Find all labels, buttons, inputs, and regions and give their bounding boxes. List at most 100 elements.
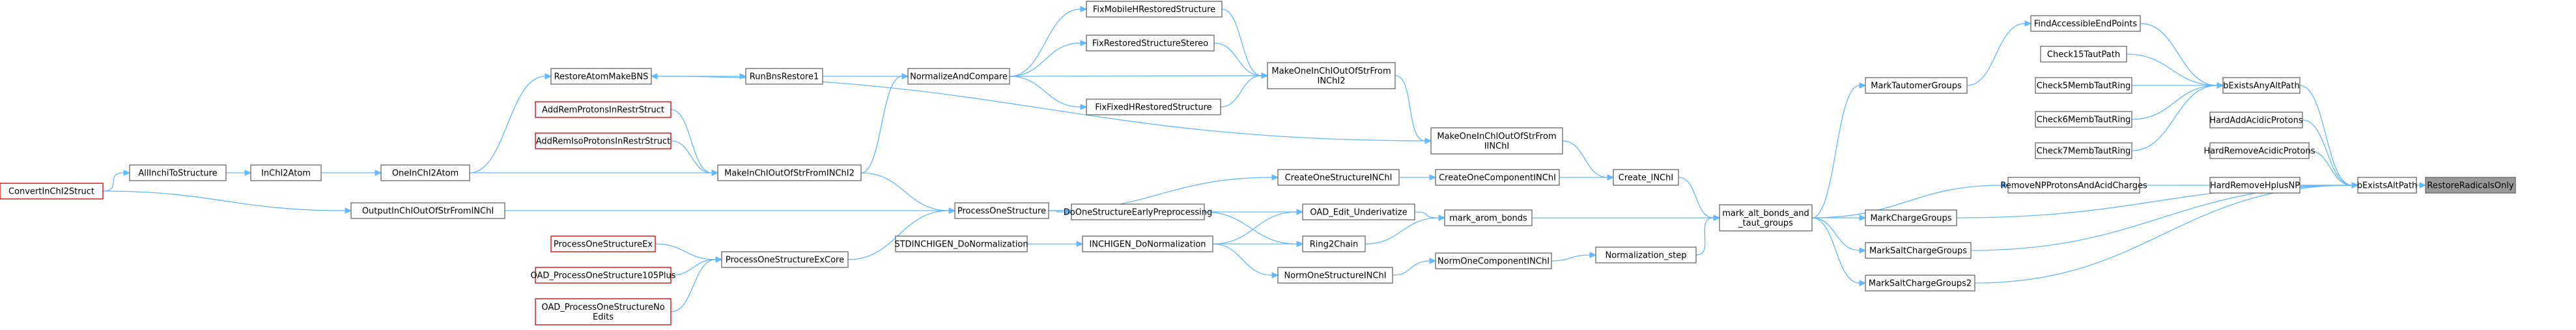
node-box[interactable] (1719, 204, 1813, 232)
node-box[interactable] (2222, 77, 2300, 94)
node-mcg[interactable]: MarkChargeGroups (1865, 209, 1957, 226)
node-box[interactable] (1302, 203, 1415, 220)
node-box[interactable] (2007, 177, 2140, 194)
node-hhn[interactable]: HardRemoveHplusNP (2209, 177, 2300, 194)
node-bea[interactable]: bExistsAltPath (2357, 177, 2418, 194)
node-ica[interactable]: InChI2Atom (250, 164, 322, 181)
node-ns[interactable]: Normalization_step (1595, 247, 1697, 263)
node-box[interactable] (1086, 98, 1221, 115)
node-box[interactable] (550, 68, 652, 85)
node-box[interactable] (2035, 111, 2132, 128)
node-box[interactable] (1277, 267, 1393, 284)
node-box[interactable] (535, 267, 672, 284)
node-box[interactable] (1865, 275, 1975, 292)
node-box[interactable] (907, 68, 1010, 85)
node-hra[interactable]: HardRemoveAcidicProtons (2204, 142, 2315, 159)
node-box[interactable] (1613, 169, 1679, 186)
node-box[interactable] (380, 164, 470, 181)
node-ramb[interactable]: RestoreAtomMakeBNS (550, 68, 652, 85)
node-box[interactable] (721, 251, 849, 268)
node-box[interactable] (535, 132, 672, 149)
node-box[interactable] (1086, 1, 1223, 18)
node-mtg[interactable]: MarkTautomerGroups (1865, 77, 1968, 94)
node-oico[interactable]: OneInChI2Atom (380, 164, 470, 181)
node-dosep[interactable]: DoOneStructureEarlyPreprocessing (1064, 203, 1212, 220)
node-box[interactable] (2209, 112, 2303, 128)
node-frs[interactable]: FixRestoredStructureStereo (1086, 35, 1215, 52)
node-posec[interactable]: ProcessOneStructureExCore (721, 251, 849, 268)
node-msg2[interactable]: MarkSaltChargeGroups2 (1865, 275, 1975, 292)
node-box[interactable] (1430, 127, 1563, 155)
node-idn[interactable]: INCHIGEN_DoNormalization (1082, 235, 1213, 252)
node-r2c[interactable]: Ring2Chain (1302, 235, 1366, 252)
node-box[interactable] (1267, 62, 1396, 89)
node-box[interactable] (2357, 177, 2417, 194)
node-box[interactable] (2035, 77, 2132, 94)
node-cis[interactable]: ConvertInChI2Struct (0, 183, 104, 200)
node-box[interactable] (895, 235, 1028, 252)
node-box[interactable] (129, 164, 227, 181)
node-oiofi[interactable]: OutputInChIOutOfStrFromINChI (350, 202, 505, 219)
node-arpr[interactable]: AddRemProtonsInRestrStruct (535, 101, 672, 118)
node-box[interactable] (1435, 252, 1552, 269)
node-nac[interactable]: NormalizeAndCompare (907, 68, 1010, 85)
node-sdn[interactable]: STDINCHIGEN_DoNormalization (894, 235, 1028, 252)
node-box[interactable] (350, 202, 505, 219)
node-arir[interactable]: AddRemIsoProtonsInRestrStruct (535, 132, 672, 149)
node-box[interactable] (1302, 235, 1366, 252)
node-haa[interactable]: HardAddAcidicProtons (2209, 112, 2303, 128)
node-ais[interactable]: AllInchiToStructure (129, 164, 227, 181)
node-nosi[interactable]: NormOneStructureINChI (1277, 267, 1393, 284)
node-mabt[interactable]: mark_alt_bonds_and_taut_groups (1719, 204, 1813, 232)
node-c7[interactable]: Check7MembTautRing (2035, 142, 2132, 159)
node-box[interactable] (0, 183, 104, 200)
node-box[interactable] (1865, 77, 1968, 94)
node-cosi[interactable]: CreateOneStructureINChI (1277, 169, 1400, 186)
node-box[interactable] (1071, 203, 1205, 220)
node-box[interactable] (1595, 247, 1697, 263)
node-beaa[interactable]: bExistsAnyAltPath (2222, 77, 2300, 94)
node-box[interactable] (2030, 15, 2141, 32)
node-box[interactable] (1435, 169, 1560, 186)
node-box[interactable] (717, 164, 862, 181)
node-ci[interactable]: Create_INChI (1613, 169, 1679, 186)
node-box[interactable] (2209, 142, 2310, 159)
node-box[interactable] (550, 235, 656, 252)
node-box[interactable] (1086, 35, 1215, 52)
node-box[interactable] (745, 68, 823, 85)
node-rbr[interactable]: RunBnsRestore1 (745, 68, 823, 85)
node-mioi3[interactable]: MakeInChIOutOfStrFromINChI2 (717, 164, 862, 181)
node-box[interactable] (2209, 177, 2300, 194)
node-box[interactable] (954, 202, 1049, 219)
node-box[interactable] (250, 164, 322, 181)
node-box[interactable] (2425, 177, 2516, 194)
node-oad105[interactable]: OAD_ProcessOneStructure105Plus (531, 267, 676, 284)
node-rnp[interactable]: RemoveNPProtonsAndAcidCharges (2000, 177, 2147, 194)
node-cocni[interactable]: CreateOneComponentINChI (1435, 169, 1560, 186)
node-fae[interactable]: FindAccessibleEndPoints (2030, 15, 2141, 32)
node-box[interactable] (1082, 235, 1213, 252)
node-mab[interactable]: mark_arom_bonds (1444, 209, 1533, 226)
node-box[interactable] (1865, 242, 1972, 259)
node-box[interactable] (2035, 142, 2132, 159)
node-posex[interactable]: ProcessOneStructureEx (550, 235, 656, 252)
node-msg[interactable]: MarkSaltChargeGroups (1865, 242, 1972, 259)
node-box[interactable] (1444, 209, 1533, 226)
node-box[interactable] (535, 101, 672, 118)
node-fmh[interactable]: FixMobileHRestoredStructure (1086, 1, 1223, 18)
node-box[interactable] (2040, 46, 2127, 63)
node-box[interactable] (1277, 169, 1400, 186)
node-pos[interactable]: ProcessOneStructure (954, 202, 1049, 219)
node-oeu[interactable]: OAD_Edit_Underivatize (1302, 203, 1415, 220)
node-root[interactable]: RestoreRadicalsOnly (2425, 177, 2516, 194)
node-nocni[interactable]: NormOneComponentINChI (1435, 252, 1552, 269)
node-box[interactable] (535, 298, 672, 325)
node-box[interactable] (1865, 209, 1957, 226)
node-ffh[interactable]: FixFixedHRestoredStructure (1086, 98, 1221, 115)
node-c15[interactable]: Check15TautPath (2040, 46, 2127, 63)
node-c5[interactable]: Check5MembTautRing (2035, 77, 2132, 94)
node-c6[interactable]: Check6MembTautRing (2035, 111, 2132, 128)
